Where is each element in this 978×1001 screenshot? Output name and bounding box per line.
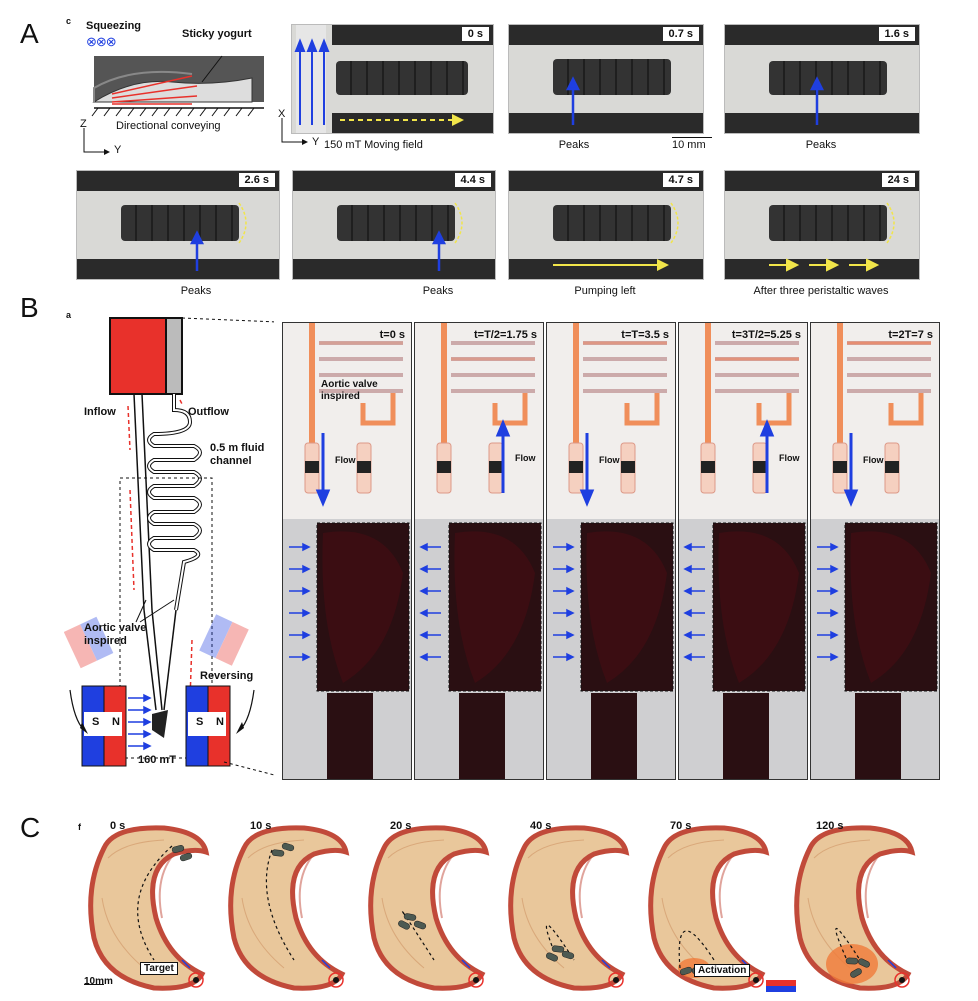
- panel-c-frame-4: 70 s Activation: [644, 818, 796, 993]
- squeezing-schematic: Squeezing ⊗⊗⊗ Sticky yogurt Z Y Directio…: [72, 20, 272, 160]
- panel-a-frame-6: 24 s: [724, 170, 920, 280]
- panel-b-frame-4: t=2T=7 s Flow: [810, 322, 940, 780]
- magnet-left-s: S: [92, 716, 100, 728]
- frame-time: 120 s: [816, 820, 844, 832]
- panel-c-frame-2: 20 s: [364, 818, 490, 993]
- conveying-diagram: [91, 55, 264, 117]
- panel-b-frame-3: t=3T/2=5.25 s Flow: [678, 322, 808, 780]
- flow-label: Flow: [863, 455, 884, 465]
- frame-time: 4.4 s: [454, 173, 491, 187]
- scalebar-label: 10 mm: [672, 139, 706, 151]
- frame-time: 40 s: [530, 820, 552, 832]
- sticky-yogurt-label: Sticky yogurt: [182, 28, 252, 40]
- panel-a-frame-1: 0.7 s: [508, 24, 704, 134]
- frame-time: 24 s: [881, 173, 915, 187]
- frame-time: t=3T/2=5.25 s: [731, 329, 801, 341]
- panel-c-frame-5: 120 s: [790, 818, 916, 993]
- panel-a-frame-4: 4.4 s: [292, 170, 496, 280]
- frame-time: 0 s: [461, 27, 489, 41]
- scalebar-line: [672, 137, 712, 138]
- flow-label: Flow: [515, 453, 536, 463]
- frame-time: 10 s: [250, 820, 272, 832]
- flow-label: Flow: [599, 455, 620, 465]
- frame-time: 0.7 s: [662, 27, 699, 41]
- frame-time: t=2T=7 s: [888, 329, 933, 341]
- axis-x-label: X: [278, 108, 286, 120]
- frame-caption: Peaks: [805, 139, 837, 151]
- frame-caption: Pumping left: [574, 285, 636, 297]
- axis-xy-icon: [281, 118, 308, 145]
- panel-c-letter: C: [20, 812, 41, 843]
- activation-label: Activation: [694, 964, 751, 977]
- valve-label: Aortic valve inspired: [84, 622, 147, 647]
- frame-time: 20 s: [390, 820, 412, 832]
- reversing-label: Reversing: [200, 670, 254, 682]
- frame-caption: After three peristaltic waves: [753, 285, 889, 297]
- frame-time: 70 s: [670, 820, 692, 832]
- frame-time: 2.6 s: [238, 173, 275, 187]
- frame-time: 1.6 s: [878, 27, 915, 41]
- field-strength-label: 160 mT: [138, 754, 176, 766]
- c-scalebar-label: 10mm: [84, 976, 113, 987]
- axis-z-label: Z: [80, 118, 87, 130]
- panel-a-frame-3: 2.6 s: [76, 170, 280, 280]
- axis-y-label-2: Y: [312, 136, 320, 148]
- panel-c-frame-1: 10 s: [224, 818, 350, 993]
- panel-a-frame-0: 0 s: [291, 24, 494, 134]
- pump-schematic: Inflow Outflow 0.5 m fluid channel Aorti…: [64, 310, 274, 780]
- inflow-label: Inflow: [84, 406, 116, 418]
- panel-b-frame-2: t=T=3.5 s Flow: [546, 322, 676, 780]
- frame-time: t=0 s: [379, 329, 405, 341]
- channel-label: 0.5 m fluid channel: [210, 442, 265, 467]
- panel-a-sublabel: c: [66, 16, 72, 26]
- flow-label: Flow: [335, 455, 356, 465]
- moving-field-label: 150 mT Moving field: [324, 139, 423, 151]
- magnet-icon: [766, 980, 796, 992]
- field-into-page-icon: ⊗⊗⊗: [86, 34, 117, 49]
- flow-label: Flow: [779, 453, 800, 463]
- conveying-label: Directional conveying: [116, 120, 221, 132]
- frame-caption: Peaks: [558, 139, 590, 151]
- frame-time: 4.7 s: [662, 173, 699, 187]
- panel-b-frame-0: t=0 s Flow Aortic valve inspired: [282, 322, 412, 780]
- panel-a-frame-5: 4.7 s: [508, 170, 704, 280]
- frame-caption: Peaks: [422, 285, 454, 297]
- target-label: Target: [140, 962, 178, 975]
- outflow-label: Outflow: [188, 406, 229, 418]
- panel-b-frame-1: t=T/2=1.75 s Flow: [414, 322, 544, 780]
- magnet-right-n: N: [216, 716, 224, 728]
- valve-photo-label: Aortic valve inspired: [321, 379, 378, 402]
- panel-c-sublabel: f: [78, 822, 81, 832]
- axis-y-label: Y: [114, 144, 122, 156]
- magnet-right-s: S: [196, 716, 204, 728]
- axis-zy-icon: [83, 128, 110, 155]
- panel-c-frame-0: 0 s Target: [84, 818, 210, 993]
- frame-caption: Peaks: [180, 285, 212, 297]
- panel-b-letter: B: [20, 292, 39, 323]
- magnet-left-n: N: [112, 716, 120, 728]
- panel-a-frame-2: 1.6 s: [724, 24, 920, 134]
- frame-time: 0 s: [110, 820, 126, 832]
- panel-a-letter: A: [20, 18, 39, 49]
- squeezing-label: Squeezing: [86, 20, 142, 32]
- frame-time: t=T=3.5 s: [621, 329, 669, 341]
- c-scalebar-line: [84, 984, 104, 985]
- panel-c-frame-3: 40 s: [504, 818, 630, 993]
- panel-b-sublabel: a: [66, 310, 72, 320]
- frame-time: t=T/2=1.75 s: [474, 329, 537, 341]
